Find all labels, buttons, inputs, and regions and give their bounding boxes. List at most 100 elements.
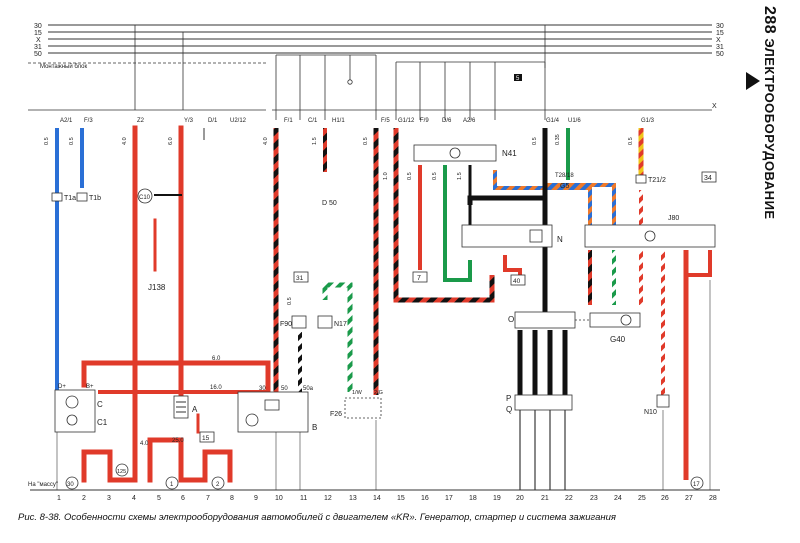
column-number: 9 — [254, 495, 258, 502]
svg-text:30: 30 — [67, 482, 74, 488]
svg-text:A: A — [192, 405, 198, 414]
bus-label: 31 — [716, 44, 724, 51]
bus-label: X — [36, 37, 41, 44]
blue-wires — [55, 128, 84, 390]
valve-n17: N17 — [317, 315, 347, 329]
module-j80: J80 — [584, 215, 716, 248]
svg-text:17: 17 — [693, 482, 700, 488]
wire-size: 0.5 — [532, 137, 538, 145]
column-number: 19 — [493, 495, 501, 502]
sensor-f26: F26 1/W 2/G — [330, 390, 383, 419]
svg-text:T1b: T1b — [89, 195, 101, 202]
connector-t21-2: T21/2 — [635, 174, 666, 184]
wire-size: 1.0 — [383, 172, 389, 180]
column-number: 27 — [685, 495, 693, 502]
bus-label: 15 — [716, 30, 724, 37]
switch-f90: F90 — [280, 315, 307, 329]
svg-text:F90: F90 — [280, 321, 292, 328]
black-wires — [517, 330, 568, 490]
svg-text:T1a: T1a — [64, 195, 76, 202]
wire-size: 6.0 — [168, 137, 174, 145]
svg-text:C1: C1 — [97, 418, 108, 427]
bus-labels-right: 30 15 X 31 50 — [716, 23, 724, 58]
bus-label: X — [716, 37, 721, 44]
svg-text:40: 40 — [513, 278, 521, 285]
wire-size: 0.5 — [44, 137, 50, 145]
column-number: 23 — [590, 495, 598, 502]
column-number: 17 — [445, 495, 453, 502]
relay-j138-label: J138 — [148, 283, 166, 292]
column-number: 14 — [373, 495, 381, 502]
bus-label: 50 — [34, 51, 42, 58]
column-number: 10 — [275, 495, 283, 502]
circle-refs: 30 125 1 2 17 — [65, 463, 704, 490]
svg-text:J80: J80 — [668, 215, 679, 222]
top-pin-labels: A2/1 F/3 Z2 Y/3 D/1 U2/12 F/1 C/1 H1/1 F… — [60, 118, 655, 124]
pin-label: F/9 — [420, 118, 429, 124]
svg-text:2: 2 — [216, 482, 220, 488]
connector-t1b: T1b — [76, 192, 101, 202]
red-wires — [81, 125, 271, 483]
bus-label: 31 — [34, 44, 42, 51]
wire-size: 0.35 — [555, 134, 561, 145]
sensor-n10: N10 — [644, 394, 670, 416]
pin-label: Z2 — [137, 118, 145, 124]
wire-size: 4.0 — [263, 137, 269, 145]
pin-label: G1/3 — [641, 118, 655, 124]
svg-text:34: 34 — [704, 175, 712, 182]
column-number: 6 — [181, 495, 185, 502]
pin-label: A2/1 — [60, 118, 73, 124]
column-number: 22 — [565, 495, 573, 502]
wire-size: 0.5 — [407, 172, 413, 180]
box-ref-7: 7 — [412, 271, 428, 283]
bottom-numbers: 1 2 3 4 5 6 7 8 9 10 11 12 13 14 15 16 1… — [57, 495, 717, 502]
pin-label: G1/12 — [398, 118, 415, 124]
wire-size: 0.5 — [363, 137, 369, 145]
column-number: 21 — [541, 495, 549, 502]
svg-text:125: 125 — [117, 469, 126, 475]
figure-caption: Рис. 8-38. Особенности схемы электрообор… — [18, 512, 616, 523]
column-number: 2 — [82, 495, 86, 502]
svg-text:O: O — [508, 315, 514, 324]
wire-label-6: 6.0 — [212, 356, 221, 362]
wire-size: 1.5 — [457, 172, 463, 180]
svg-text:C10: C10 — [139, 195, 151, 201]
pin-label: F/5 — [381, 118, 390, 124]
wire-label-25: 25.0 — [172, 438, 184, 444]
column-number: 25 — [638, 495, 646, 502]
spark-plugs-pq: P Q — [506, 394, 573, 414]
terminal-dot — [347, 79, 353, 85]
column-number: 24 — [614, 495, 622, 502]
d50-label: D 50 — [322, 200, 337, 207]
t28-18-label: T28/18 — [555, 173, 574, 179]
connector-t1a: T1a — [51, 192, 76, 202]
pin-label: A2/6 — [463, 118, 476, 124]
svg-text:7: 7 — [417, 275, 421, 282]
svg-text:31: 31 — [296, 275, 304, 282]
colored-wires — [203, 128, 712, 480]
pin-label: D/6 — [442, 118, 452, 124]
wire-size: 0.5 — [628, 137, 634, 145]
svg-text:D+: D+ — [58, 384, 66, 390]
pin-label: F/1 — [284, 118, 293, 124]
box-ref-15: 15 — [199, 431, 215, 443]
bus-label: 30 — [34, 23, 42, 30]
pin-label: Y/3 — [184, 118, 194, 124]
column-number: 12 — [324, 495, 332, 502]
pin-label: F/3 — [84, 118, 93, 124]
capacitor-c10: C10 — [137, 188, 153, 204]
striped-wires — [273, 128, 665, 395]
svg-text:P: P — [506, 394, 511, 403]
column-number: 7 — [206, 495, 210, 502]
column-number: 13 — [349, 495, 357, 502]
module-n41: N41 — [413, 144, 517, 162]
svg-text:1/W: 1/W — [352, 390, 363, 396]
column-number: 20 — [516, 495, 524, 502]
starter-b: B 30 50 50a — [237, 386, 317, 433]
ground-label: На "массу" — [28, 482, 58, 488]
column-number: 8 — [230, 495, 234, 502]
bus-label: 30 — [716, 23, 724, 30]
wire-size: 0.5 — [432, 172, 438, 180]
